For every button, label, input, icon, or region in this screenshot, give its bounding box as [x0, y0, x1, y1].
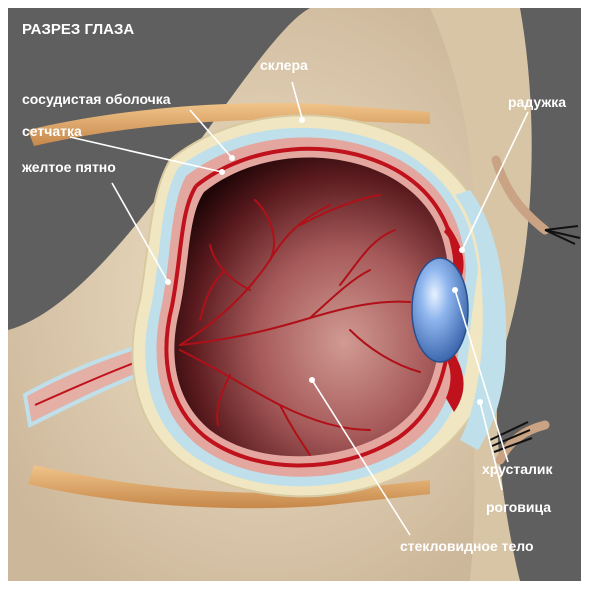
label-macula: желтое пятно: [21, 159, 116, 175]
label-vitreous: стекловидное тело: [400, 538, 534, 554]
label-choroid: сосудистая оболочка: [22, 91, 171, 107]
label-cornea: роговица: [486, 499, 551, 515]
label-retina: сетчатка: [22, 123, 82, 139]
diagram-title: РАЗРЕЗ ГЛАЗА: [22, 21, 134, 38]
label-iris: радужка: [508, 94, 566, 110]
lens: [412, 258, 468, 362]
vitreous-body: [174, 157, 448, 456]
label-lens: хрусталик: [482, 461, 554, 477]
label-sclera: склера: [260, 57, 308, 73]
